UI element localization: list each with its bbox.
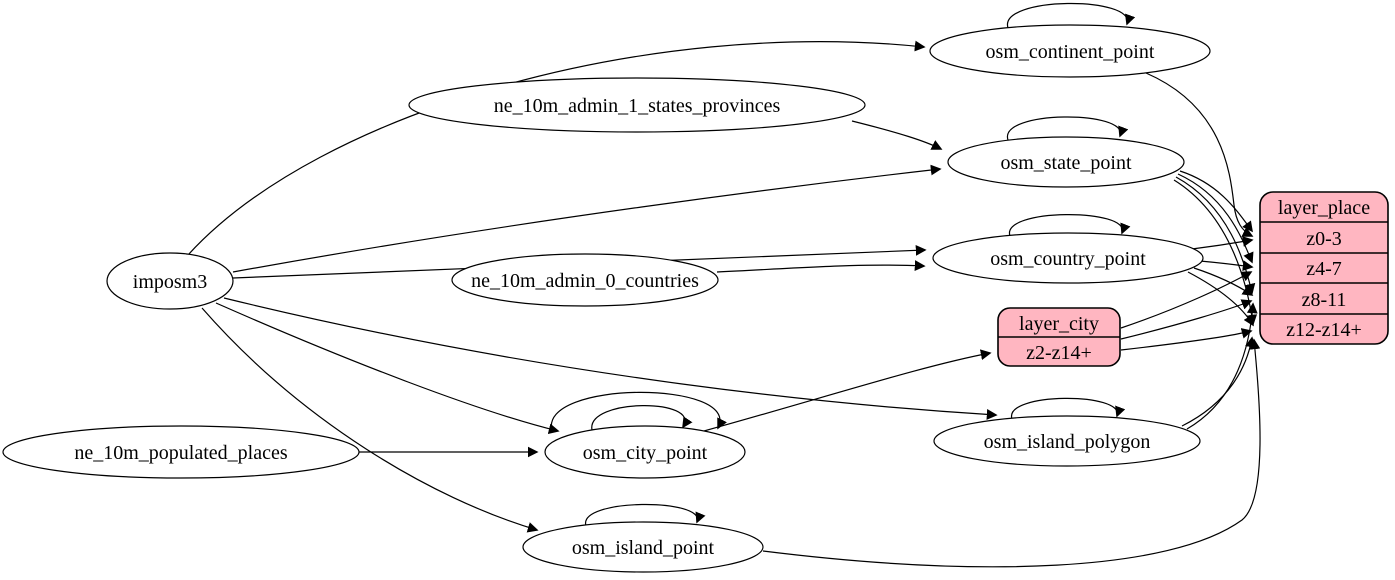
ne0-label: ne_10m_admin_0_countries [471,270,699,292]
continent-shape [929,24,1211,78]
ne0-shape [451,253,719,307]
country-shape [932,232,1204,284]
edge-imposm3-continent [187,40,926,256]
islandpoint-shape [522,521,764,573]
edge-layercity-z4-7 [1120,271,1253,329]
nepop-shape [2,425,360,479]
layer-place-row-z8-11: z8-11 [1302,289,1347,311]
edge-country-z12-z14 [1187,271,1254,327]
node-ne-10m-populated-places: ne_10m_populated_places [2,425,360,479]
nepop-label: ne_10m_populated_places [74,442,287,464]
layer-place-row-z0-3: z0-3 [1306,228,1342,250]
edge-islandpolygon-z8-11 [1186,302,1258,430]
edge-islandpoint-z12-z14 [762,338,1261,568]
layer-city-row-z2-z14: z2-z14+ [1026,342,1092,364]
state-shape [947,136,1185,188]
node-ne-10m-admin-0-countries: ne_10m_admin_0_countries [451,253,719,307]
selfloop-islandpoint [585,503,706,527]
node-osm-country-point: osm_country_point [932,232,1204,284]
edge-islandpolygon-z12-z14 [1181,336,1256,427]
selfloop-continent [1007,2,1136,29]
node-osm-state-point: osm_state_point [947,136,1185,188]
node-imposm3: imposm3 [106,252,234,310]
selfloop-city-inner [591,405,693,431]
edges [187,2,1261,568]
node-osm-island-point: osm_island_point [522,521,764,573]
edge-imposm3-islandpoint [201,307,539,533]
node-osm-city-point: osm_city_point [544,425,746,479]
node-layer-city: layer_city z2-z14+ [997,307,1121,367]
layer-city-title: layer_city [1019,313,1099,335]
edge-imposm3-islandpolygon [223,297,998,420]
selfloop-country [1009,214,1131,237]
edge-imposm3-state [232,164,942,273]
edge-country-z8-11 [1193,267,1254,296]
edge-ne1-state [851,120,943,150]
edge-state-z0-3 [1179,170,1253,233]
layer-place-row-z4-7: z4-7 [1306,258,1342,280]
islandpoint-label: osm_island_point [572,537,715,559]
edge-continent-z0-3 [1145,72,1254,237]
layer-place-title: layer_place [1278,197,1370,219]
edge-city-layercity [703,349,992,432]
node-ne-10m-admin-1-states-provinces: ne_10m_admin_1_states_provinces [408,77,866,133]
selfloop-city-outer [551,391,727,432]
city-shape [544,425,746,479]
edge-state-z8-11 [1175,176,1256,295]
ne1-shape [408,77,866,133]
selfloop-islandpolygon [1011,397,1126,420]
city-label: osm_city_point [583,442,708,464]
edge-layercity-z8-11 [1120,299,1253,340]
edge-imposm3-city [215,302,560,435]
layer-place-row-z12-z14: z12-z14+ [1286,319,1362,341]
layer-place-shape [1259,191,1389,345]
node-layer-place: layer_place z0-3 z4-7 z8-11 z12-z14+ [1259,191,1389,345]
islandpolygon-label: osm_island_polygon [984,431,1151,453]
state-label: osm_state_point [1000,152,1132,174]
selfloop-state [1007,116,1129,141]
edge-state-z4-7 [1177,173,1254,264]
islandpolygon-shape [933,415,1201,467]
country-label: osm_country_point [990,248,1146,270]
imposm3-shape [106,252,234,310]
edge-ne0-country [716,260,926,273]
imposm3-label: imposm3 [133,271,207,293]
ne1-label: ne_10m_admin_1_states_provinces [494,95,781,117]
edge-country-z4-7 [1199,260,1254,272]
node-osm-island-polygon: osm_island_polygon [933,415,1201,467]
edge-layercity-z12-z14 [1120,328,1253,351]
node-osm-continent-point: osm_continent_point [929,24,1211,78]
continent-label: osm_continent_point [986,41,1155,63]
edge-country-z0-3 [1191,236,1254,250]
